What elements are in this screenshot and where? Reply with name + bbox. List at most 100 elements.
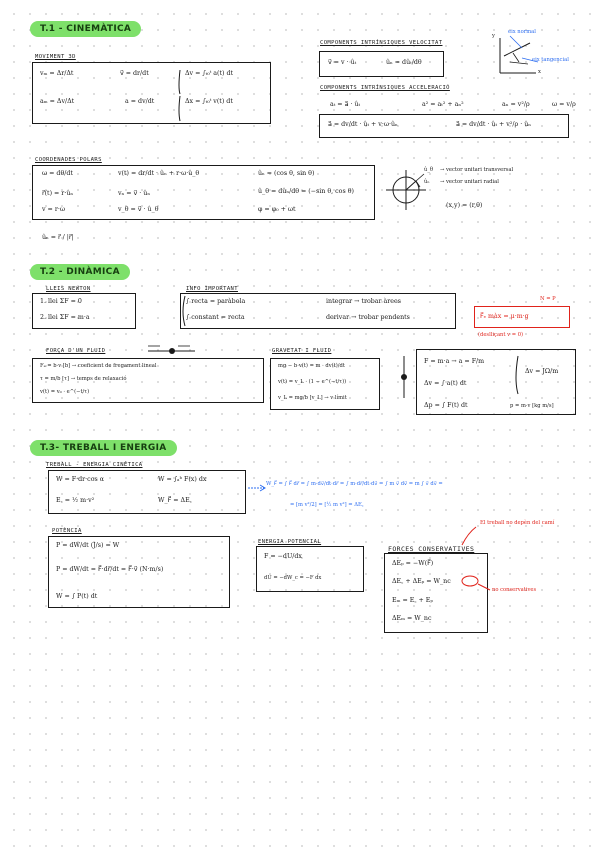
formula-pol-unit: ûₙ = r⃗ / |r⃗| (42, 234, 74, 241)
formula-tr-2: W = ∫ₐᵇ F(x) dx (158, 476, 207, 483)
formula-acc-4: ω = v/ρ (552, 101, 576, 108)
formula-am: aₘ = Δv/Δt (40, 98, 75, 105)
red-note-deslicant: (deslliçant v = 0) (478, 332, 524, 338)
circle-note-transversal: → vector unitari transversal (440, 167, 514, 173)
label-treball-energia: Treball - energia cinètica (46, 462, 143, 468)
formula-dyn-3: Δv = JΩ/m (525, 368, 559, 375)
formula-a: a = dv/dt (125, 98, 155, 105)
formula-fc-3: Eₘ = E꜀ + Eₚ (392, 597, 433, 604)
formula-po-2: P = dW/dt = F⃗·dr⃗/dt = F⃗·v⃗ (N·m/s) (56, 566, 164, 573)
info-row1-right: integrar → trobar àrees (326, 298, 401, 305)
formula-dyn-5: p = m·v [kg m/s] (510, 403, 554, 409)
formula-dv: Δv = ∫ₜ₀ᵗ a(t) dt (185, 70, 234, 77)
red-circle-wnc-icon (461, 575, 491, 591)
info-row2-left: ∫ constant = recta (186, 314, 245, 321)
section-title-cinematica: T.1 - CINEMÀTICA (30, 21, 142, 37)
label-gravetat-fluid: Gravetat i fluid (272, 348, 332, 354)
integral-sign-dx (178, 95, 181, 122)
formula-v: v⃗ = dr/dt (120, 70, 149, 77)
formula-pol-vtheta: v_θ = v⃗ · û_θ (118, 206, 159, 213)
box-velocitat (319, 51, 444, 77)
red-note-cami: El treball no depèn del camí (480, 520, 555, 526)
circle-label-utheta: û_θ (424, 167, 434, 173)
info-row2-right: derivar → trobar pendents (326, 314, 410, 321)
red-note-noncons: no conservatives (492, 587, 537, 593)
box-energia-potencial (256, 546, 364, 592)
axis-y-label: y (492, 33, 495, 39)
box-friction-max (474, 306, 570, 328)
label-eix-normal: eix normal (508, 29, 536, 35)
formula-acc-3: aₙ = v²/ρ (502, 101, 530, 108)
formula-fc-2: ΔE꜀ + ΔEₚ = W_nc (392, 578, 451, 585)
formula-ep-1: F = −dU/dx (264, 553, 302, 560)
label-coordenades-polars: Coordenades polars (35, 157, 102, 163)
blue-arrow-icon (248, 484, 266, 492)
formula-acc-6: a⃗ = dv/dt · ûₜ + v²/ρ · ûₙ (456, 121, 531, 128)
label-velocitat: Components intrínsiques velocitat (320, 40, 443, 46)
formula-newton-1: 1. llei ΣF = 0 (40, 298, 82, 305)
box-moviment-3d (32, 62, 271, 124)
formula-friction-max: F⃗ₑ màx = μ·m·g (480, 313, 529, 320)
formula-tr-1: W = F·dr·cos α (56, 476, 104, 483)
label-acceleracio: Components intrínsiques acceleració (320, 85, 450, 91)
formula-tr-3: E꜀ = ½ m·v² (56, 497, 95, 504)
formula-newton-2: 2. llei ΣF = m·a (40, 314, 90, 321)
integral-sign-info (182, 295, 186, 327)
formula-fluid-1: Fₐ = b·v [b] → coeficient de fregament l… (40, 363, 157, 369)
formula-pol-utheta: û_θ = dûₙ/dθ = (−sin θ, cos θ) (258, 188, 354, 195)
formula-pol-phi: φ = φ₀ + ωt (258, 206, 296, 213)
blue-derivation-2: = [m v²/2] = [½ m v²] = ΔE꜀ (290, 502, 364, 508)
label-energia-potencial: Energia potencial (258, 539, 322, 545)
formula-grav-1: mg − b·v(t) = m · dv(t)/dt (278, 363, 345, 369)
red-n-equals-p: N = P (540, 296, 556, 302)
formula-pol-vt: v(t) = dr/dt · ûₙ + r·ω·û_θ (118, 170, 200, 177)
formula-po-1: P = dW/dt (J/s) = W (56, 542, 120, 549)
integral-sign-dv (178, 69, 181, 95)
label-lleis-newton: Lleis Newton (46, 286, 91, 292)
box-potencia (48, 536, 230, 608)
label-info-important: Info important (186, 286, 238, 292)
box-gravetat-fluid (270, 358, 380, 410)
formula-grav-3: v_L = mg/b [v_L] → v límit (278, 395, 347, 401)
formula-acc-5: a⃗ = dv/dt · ûₜ + v·ω·ûₙ (328, 121, 398, 128)
fluid-ball-icon (148, 345, 195, 354)
box-lleis-newton (32, 293, 136, 329)
box-info-important (180, 293, 456, 329)
formula-tr-4: W_F⃗ = ΔE꜀ (158, 497, 192, 504)
falling-ball-icon (401, 356, 407, 398)
formula-vm: vₘ = Δr/Δt (40, 70, 74, 77)
formula-dyn-4: Δp = ∫ F(t) dt (424, 402, 468, 409)
formula-ep-2: dU = −dW_c = −F dx (264, 575, 322, 581)
section-title-dinamica: T.2 - DINÀMICA (30, 264, 130, 280)
formula-pol-vn: vₙ = v⃗ · ûₙ (118, 190, 151, 197)
label-potencia: Potència (52, 528, 82, 534)
formula-grav-2: v(t) = v_L · (1 − e^(−t/τ)) (278, 379, 347, 385)
circle-coords: (x,y) = (r,θ) (446, 202, 483, 209)
formula-po-3: W = ∫ P(t) dt (56, 593, 98, 600)
axes-sketch-icon (499, 35, 539, 74)
formula-vel-1: v⃗ = v · ûₜ (328, 59, 357, 66)
polar-circle-diagram (386, 170, 426, 210)
formula-acc-1: aₜ = a⃗ · ûₜ (330, 101, 361, 108)
formula-fc-4: ΔEₘ = W_nc (392, 615, 432, 622)
formula-fluid-3: v(t) = v₀ · e^(−t/τ) (40, 389, 90, 395)
circle-note-radial: → vector unitari radial (440, 179, 499, 185)
box-coordenades-polars (32, 165, 375, 220)
section-title-treball-energia: T.3- TREBALL I ENERGIA (30, 440, 177, 456)
circle-label-ur: ûₙ (424, 179, 430, 185)
box-acceleracio (319, 114, 569, 138)
formula-fc-1: ΔEₚ = −W(F⃗) (392, 560, 434, 567)
formula-pol-v: v = r·ω (42, 206, 65, 213)
box-forca-fluid (32, 358, 264, 403)
label-eix-tangencial: eix tangencial (532, 57, 569, 63)
box-forces-conservatives (384, 553, 488, 633)
box-dinamica-eq (416, 349, 576, 415)
axis-x-label: x (538, 69, 541, 75)
label-forca-fluid: Força d'un fluid (46, 348, 106, 354)
red-arrow-cami-icon (461, 526, 477, 546)
formula-pol-ur: ûₙ = (cos θ, sin θ) (258, 170, 315, 177)
box-treball-energia (48, 470, 246, 514)
brace-dinamica (515, 355, 519, 395)
formula-dyn-2: Δv = ∫ a(t) dt (424, 380, 467, 387)
formula-pol-w: ω = dθ/dt (42, 170, 73, 177)
